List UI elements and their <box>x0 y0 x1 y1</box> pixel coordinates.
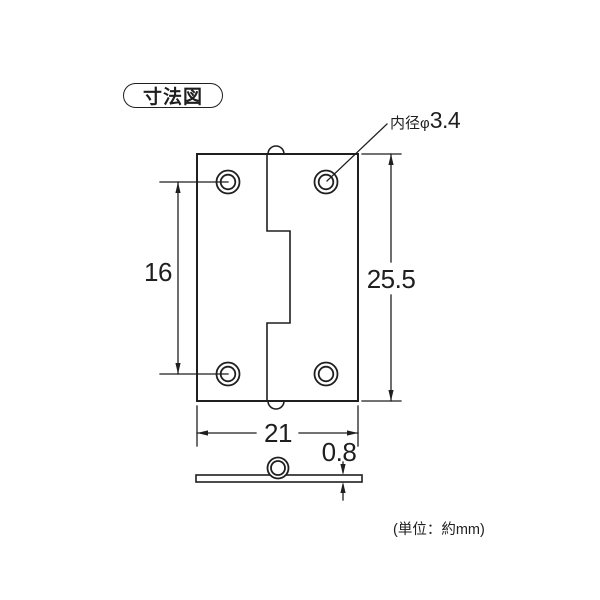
knuckle-pin-icon <box>270 460 286 476</box>
dimension-0-8 <box>340 461 346 501</box>
inner-diameter-value: 3.4 <box>429 107 461 133</box>
screw-hole-icon <box>215 361 241 387</box>
screw-hole-icon <box>219 173 237 191</box>
arrowhead-up-icon <box>340 482 346 493</box>
dimension-25-5 <box>361 153 402 402</box>
arrowhead-left-icon <box>197 430 208 436</box>
arrowhead-down-icon <box>340 464 346 475</box>
dimension-value-height: 25.5 <box>366 264 416 294</box>
drawing-title-badge: 寸法図 <box>123 83 223 108</box>
screw-hole-icon <box>313 361 339 387</box>
inner-diameter-label: 内径φ <box>390 115 430 132</box>
dimension-value-width: 21 <box>264 418 292 448</box>
dimension-16 <box>175 181 181 375</box>
screw-hole-icon <box>317 365 335 383</box>
bottom-knuckle-arc <box>267 400 285 410</box>
unit-note: (単位：約mm) <box>393 522 485 538</box>
dimension-value-hole-pitch: 16 <box>144 257 172 287</box>
arrowhead-right-icon <box>347 430 358 436</box>
arrowhead-up-icon <box>388 154 394 165</box>
dimension-value-thickness: 0.8 <box>321 437 357 467</box>
screw-holes <box>215 169 339 387</box>
screw-hole-icon <box>215 169 241 195</box>
leaf-separation-line <box>266 153 291 402</box>
arrowhead-up-icon <box>175 182 181 193</box>
screw-hole-icon <box>219 365 237 383</box>
arrowhead-down-icon <box>388 390 394 401</box>
top-knuckle-arc <box>267 145 285 155</box>
screw-hole-icon <box>317 173 335 191</box>
arrowhead-down-icon <box>175 363 181 374</box>
callout-leader-line <box>326 123 388 182</box>
screw-hole-icon <box>313 169 339 195</box>
drawing-title-label: 寸法図 <box>142 87 203 108</box>
side-view <box>195 456 363 483</box>
front-view <box>159 123 388 410</box>
dimension-21 <box>196 405 359 447</box>
hinge-outline <box>196 153 359 402</box>
